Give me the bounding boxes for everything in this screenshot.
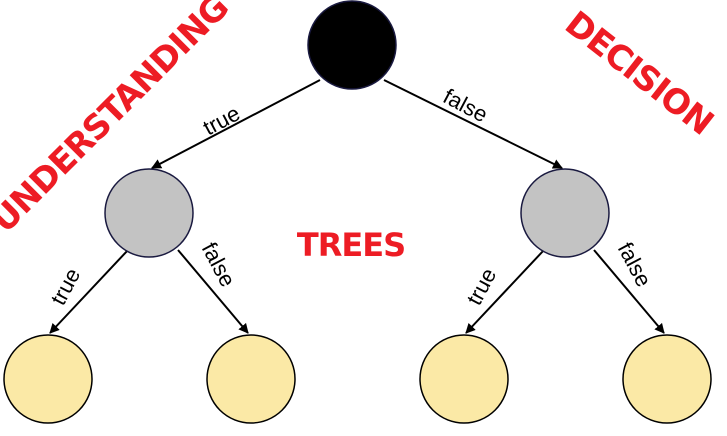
edge-label: false	[613, 238, 657, 291]
title-trees: TREES	[297, 226, 405, 264]
edge-left-leaf2	[177, 249, 249, 334]
root-node	[307, 0, 397, 90]
edge-right-leaf4	[593, 249, 665, 334]
edge-root-right	[383, 79, 563, 169]
leaf-node-4	[622, 334, 712, 424]
leaf-node-3	[419, 334, 509, 424]
edge-left-leaf1	[49, 249, 129, 334]
edge-label: true	[199, 100, 244, 140]
edge-label: false	[197, 238, 241, 291]
right-node	[520, 168, 610, 258]
leaf-node-2	[206, 334, 296, 424]
edge-right-leaf3	[465, 249, 545, 334]
edge-root-left	[151, 79, 321, 169]
left-node	[104, 168, 194, 258]
title-decision: DECISION	[557, 4, 720, 144]
leaf-node-1	[3, 334, 93, 424]
